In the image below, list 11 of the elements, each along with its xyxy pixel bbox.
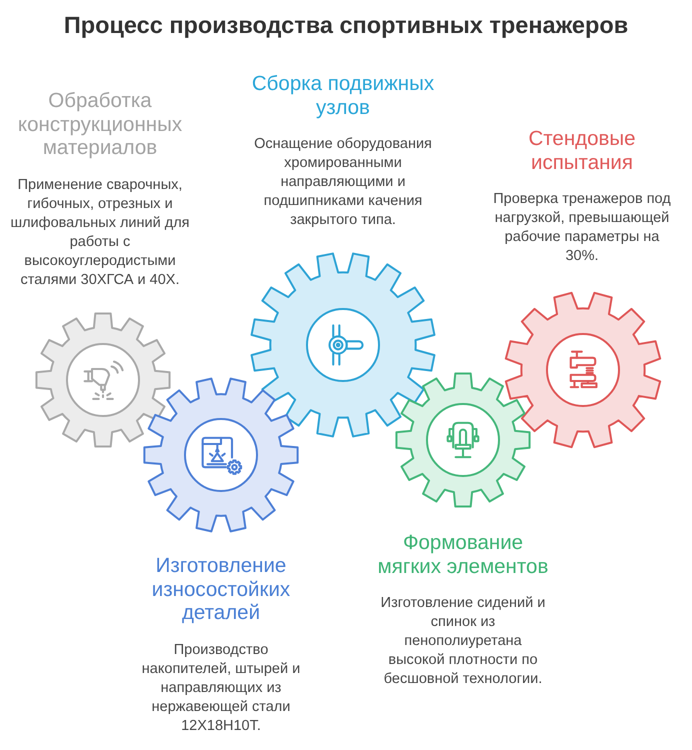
- step-description: Проверка тренажеров под нагрузкой, превышающей рабочие параметры на 30%.: [492, 190, 672, 266]
- diagram-title: Процесс производства спортивных тренажеров: [62, 11, 630, 40]
- step-heading: Обработка конструкционных материалов: [16, 89, 184, 160]
- step-heading: Изготовление износостойких деталей: [150, 554, 292, 624]
- step-description: Применение сварочных, гибочных, отрезных и шлифовальных линий для работы с высокоуглеродистыми сталями 30ХГСА и 40Х.: [9, 176, 191, 290]
- step-heading: Формование мягких элементов: [376, 531, 550, 578]
- step-heading: Сборка подвижных узлов: [250, 72, 436, 119]
- step-heading: Стендовые испытания: [527, 127, 637, 174]
- step-description: Производство накопителей, штырей и направляющих из нержавеющей стали 12Х18Н10Т.: [140, 640, 302, 736]
- step-description: Изготовление сидений и спинок из пенополиуретана высокой плотности по бесшовной технологии.: [380, 594, 546, 689]
- step-description: Оснащение оборудования хромированными направляющими и подшипниками качения закрытого типа.: [253, 135, 433, 230]
